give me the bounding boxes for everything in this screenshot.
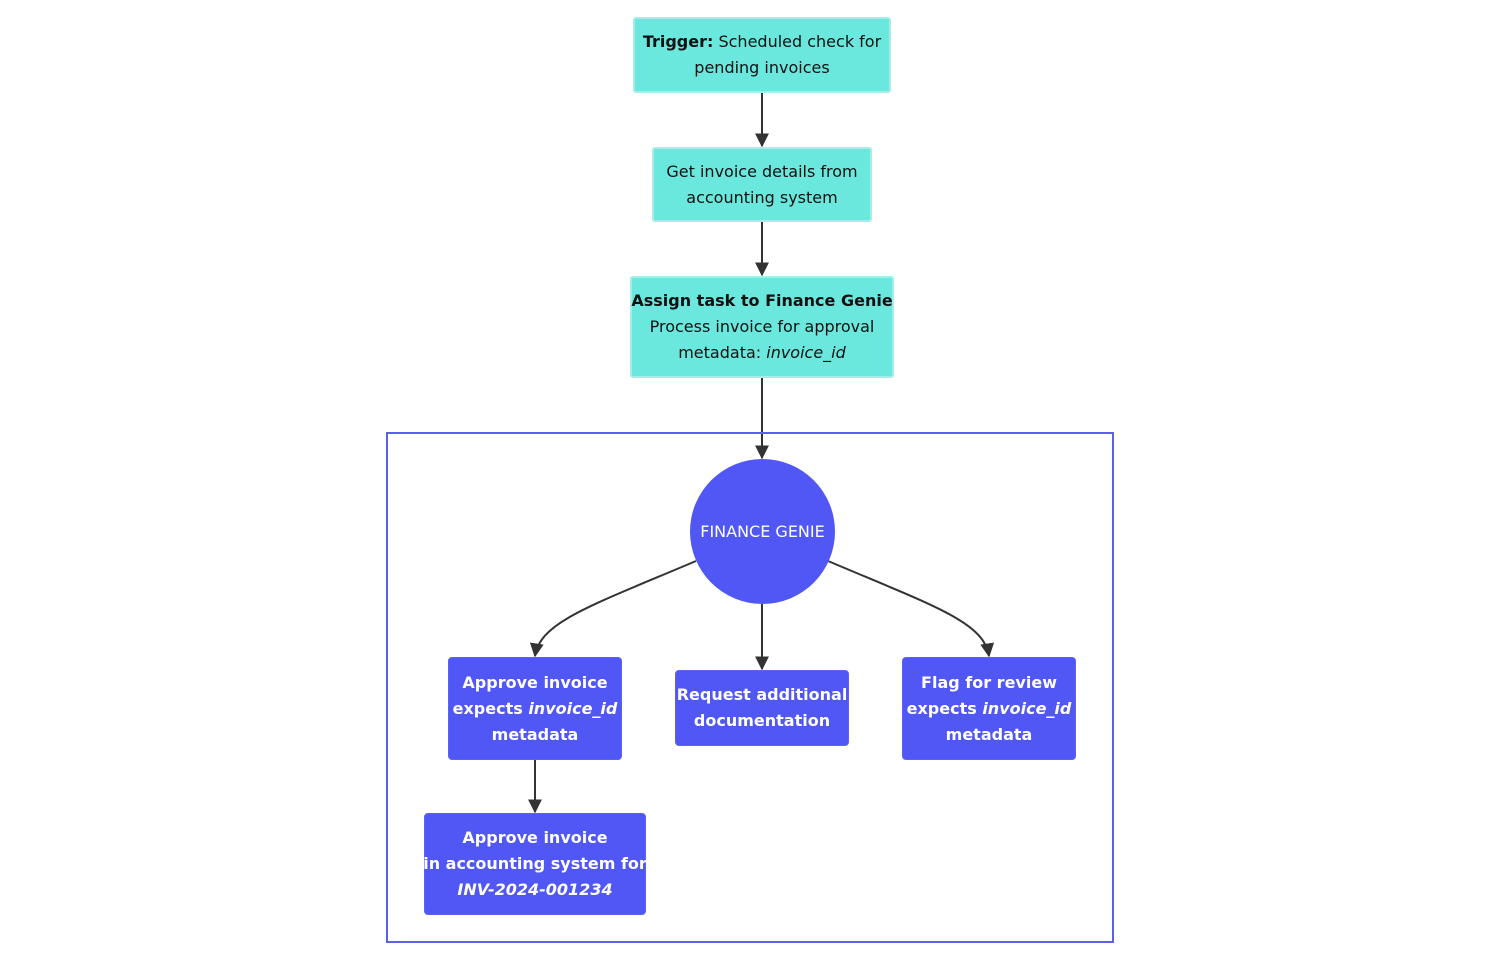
trigger-label-bold: Trigger: bbox=[642, 32, 714, 51]
approve-system-line2: in accounting system for bbox=[423, 854, 647, 873]
flag-line3: metadata bbox=[945, 724, 1033, 744]
get-invoice-details-node[interactable]: Get invoice details from accounting syst… bbox=[652, 147, 872, 222]
get-details-line1: Get invoice details from bbox=[666, 161, 858, 181]
trigger-label-line2: pending invoices bbox=[694, 58, 830, 77]
approve-line3: metadata bbox=[491, 724, 579, 744]
finance-genie-group bbox=[386, 432, 1114, 943]
finance-genie-node[interactable]: FINANCE GENIE bbox=[690, 459, 835, 604]
approve-line1: Approve invoice bbox=[462, 672, 608, 692]
flag-line2-italic: invoice_id bbox=[982, 698, 1072, 718]
finance-genie-label: FINANCE GENIE bbox=[700, 521, 825, 541]
trigger-node[interactable]: Trigger: Scheduled check for pending inv… bbox=[633, 17, 891, 93]
request-line2: documentation bbox=[693, 711, 831, 730]
assign-line3-prefix: metadata: bbox=[678, 343, 767, 362]
approve-line2-italic: invoice_id bbox=[528, 698, 618, 718]
flag-line1: Flag for review bbox=[921, 672, 1057, 692]
flag-line2-prefix: expects bbox=[906, 698, 983, 718]
get-details-line2: accounting system bbox=[686, 187, 838, 207]
flag-review-node[interactable]: Flag for review expects invoice_id metad… bbox=[902, 657, 1076, 760]
approve-system-line1: Approve invoice bbox=[462, 828, 608, 847]
approve-system-line3: INV-2024-001234 bbox=[457, 880, 613, 899]
request-line1: Request additional bbox=[676, 685, 848, 704]
approve-line2-prefix: expects bbox=[452, 698, 529, 718]
assign-line2: Process invoice for approval bbox=[649, 317, 875, 336]
trigger-label-rest: Scheduled check for bbox=[713, 32, 882, 51]
assign-line3-italic: invoice_id bbox=[766, 343, 846, 362]
approve-invoice-node[interactable]: Approve invoice expects invoice_id metad… bbox=[448, 657, 622, 760]
assign-task-node[interactable]: Assign task to Finance Genie Process inv… bbox=[630, 276, 894, 378]
request-documentation-node[interactable]: Request additional documentation bbox=[675, 670, 849, 746]
approve-in-system-node[interactable]: Approve invoice in accounting system for… bbox=[423, 813, 647, 915]
assign-line1: Assign task to Finance Genie bbox=[631, 291, 893, 310]
